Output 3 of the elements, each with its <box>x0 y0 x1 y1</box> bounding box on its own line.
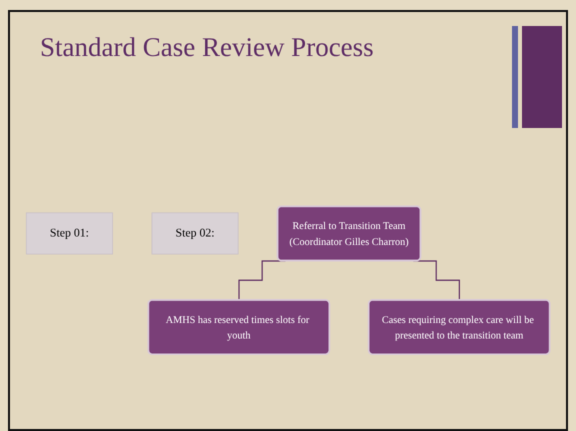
node-box: Step 01: <box>26 212 113 254</box>
node-box: Step 02: <box>152 212 239 254</box>
slide-title: Standard Case Review Process <box>40 32 374 63</box>
